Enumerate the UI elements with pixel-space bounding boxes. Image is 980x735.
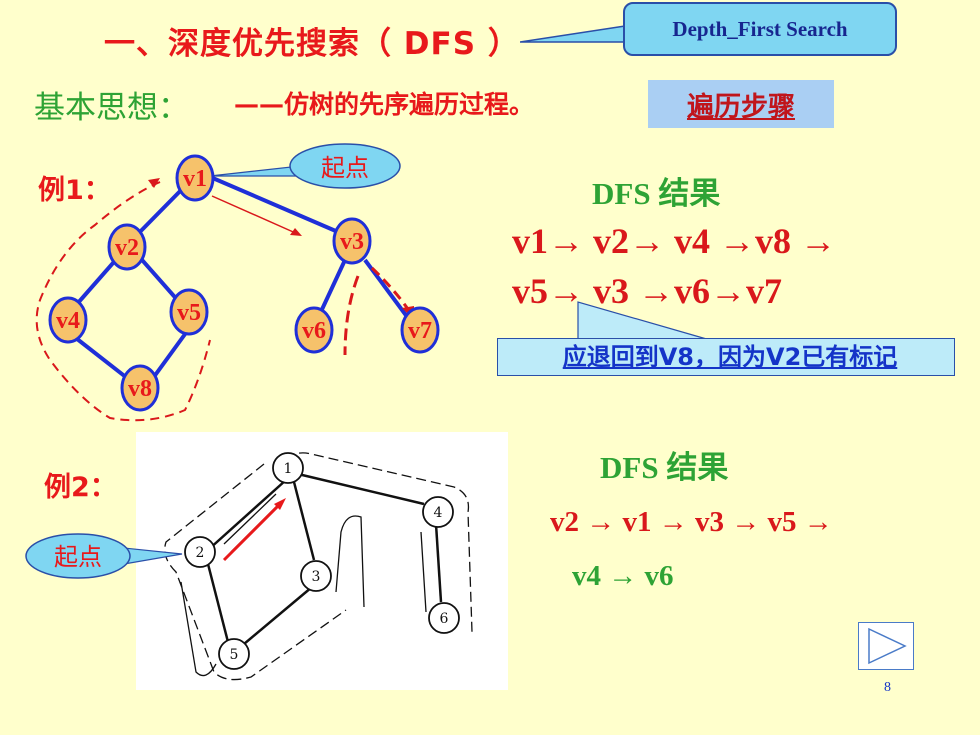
example2-node-6: 6 [428,602,460,634]
example2-result-title: DFS 结果 [600,450,729,485]
traversal-path [35,181,211,422]
page-number: 8 [884,680,891,695]
traversal-arrowhead [148,178,160,188]
node-v2: v2 [107,223,147,271]
basic-idea-label: 基本思想： [34,90,189,126]
node-v8: v8 [120,364,160,412]
svg-text:v6: v6 [302,318,326,344]
svg-text:v2: v2 [115,235,139,261]
svg-text:v8: v8 [128,376,152,402]
example1-sequence-line1: v1→ v2→ v4 →v8 → [512,221,836,261]
example2-node-2: 2 [184,536,216,568]
example2-node-5: 5 [218,638,250,670]
english-term-callout: Depth_First Search [623,2,897,56]
node-v5: v5 [169,288,209,336]
traversal-arrow-v3-v7 [370,266,412,313]
traversal-arrow-v1-v3 [211,195,301,236]
start-callout-bubble [289,143,401,189]
node-v7: v7 [400,306,440,354]
svg-text:3: 3 [312,569,321,585]
note-text: 应退回到V8，因为V2已有标记 [562,343,898,371]
svg-text:4: 4 [434,505,443,521]
example1-graph: 起点 v1 v2 v3 v4 v5 v6 v7 v8 [35,143,440,422]
node-v1: v1 [175,154,215,202]
svg-text:1: 1 [284,461,293,477]
basic-idea-text: ——仿树的先序遍历过程。 [234,90,535,119]
example2-start-callout: 起点 [25,533,183,579]
start-callout-pointer [209,165,301,177]
example1-label: 例1： [38,175,111,206]
start-callout-text: 起点 [321,154,369,182]
example2-node-3: 3 [300,560,332,592]
callout-pointer [520,25,626,43]
example2-label: 例2： [44,472,117,503]
traversal-arrow-v3-v6 [343,275,360,356]
example2-sequence-line2: v4 → v6 [572,560,674,592]
svg-text:v4: v4 [56,308,80,334]
example2-start-callout-text: 起点 [54,543,102,571]
svg-text:v1: v1 [183,166,207,192]
svg-text:v3: v3 [340,229,364,255]
traversal-arrowhead [290,228,302,236]
node-v4: v4 [48,296,88,344]
svg-text:v5: v5 [177,300,201,326]
traversal-steps-link[interactable]: 遍历步骤 [648,80,834,128]
play-arrow-icon [868,627,907,665]
example2-node-4: 4 [422,496,454,528]
note-pointer [577,301,711,341]
example2-graph-image: 1 2 3 4 5 6 [136,432,508,690]
svg-text:2: 2 [196,545,205,561]
svg-text:6: 6 [440,611,449,627]
node-v6: v6 [294,306,334,354]
note-box [497,338,955,376]
slide-title: 一、深度优先搜索（ DFS ） [104,26,520,62]
svg-text:v7: v7 [408,318,432,344]
next-slide-button[interactable] [858,622,914,670]
example2-sequence-line1: v2 → v1 → v3 → v5 → [550,506,833,538]
svg-text:5: 5 [230,647,239,663]
example1-sequence-line2: v5→ v3 →v6→v7 [512,271,782,311]
example1-result-title: DFS 结果 [592,176,721,211]
example2-graph: 1 2 3 4 5 6 [164,452,473,681]
example2-node-1: 1 [272,452,304,484]
node-v3: v3 [332,217,372,265]
